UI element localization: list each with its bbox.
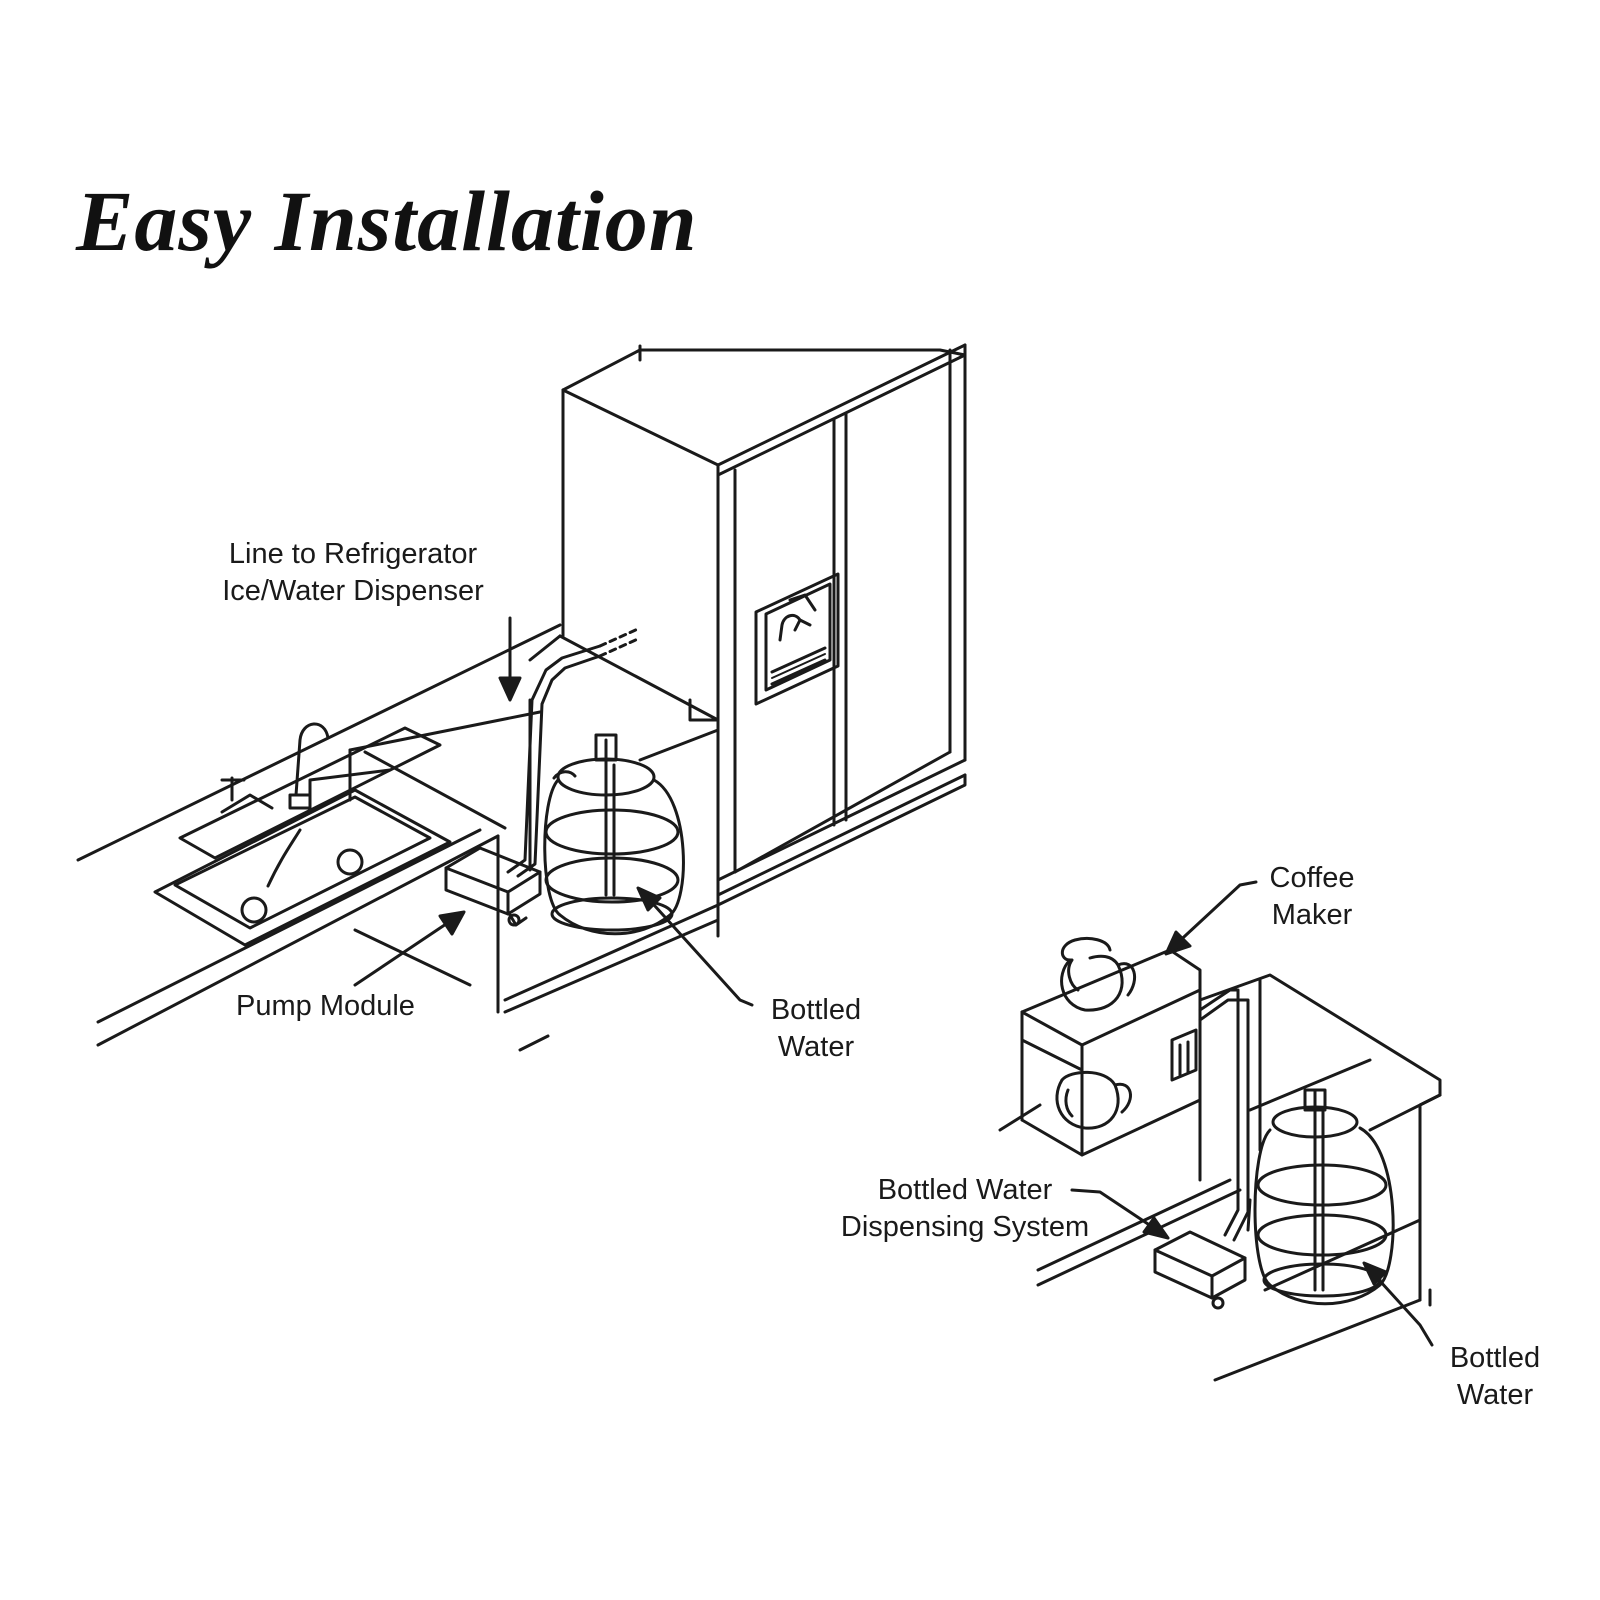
label-coffee-maker: Coffee Maker: [1269, 862, 1355, 931]
arrow-bottled-water-2: [1368, 1268, 1434, 1347]
sink: [153, 722, 452, 947]
arrow-bottled-water-1: [643, 893, 754, 1007]
refrigerator: [561, 343, 967, 907]
label-line-to-refrigerator: Line to Refrigerator Ice/Water Dispenser: [222, 538, 484, 607]
coffee-maker-device: [1020, 936, 1202, 1157]
dispensing-system-device: [1153, 1230, 1247, 1310]
bottled-water-jug-2: [1246, 1088, 1395, 1306]
refrigerator-water-line: [308, 626, 642, 878]
leader-lines: [353, 616, 1434, 1347]
arrow-coffee-maker: [1170, 880, 1258, 950]
label-bottled-water-2: Bottled Water: [1449, 1342, 1541, 1411]
coffee-counter: [998, 973, 1442, 1382]
label-pump-module: Pump Module: [236, 990, 415, 1022]
arrow-dispensing-system: [1070, 1188, 1162, 1234]
pump-module-device: [444, 846, 542, 927]
label-bottled-water-1: Bottled Water: [770, 994, 862, 1063]
label-bottled-water-dispensing-system: Bottled Water Dispensing System: [840, 1174, 1090, 1243]
page-title: Easy Installation: [76, 173, 698, 269]
coffee-water-line: [1198, 988, 1250, 1242]
arrow-pump-module: [353, 916, 457, 987]
kitchen-counter: [76, 623, 562, 1052]
bottled-water-jug-1: [543, 733, 685, 936]
